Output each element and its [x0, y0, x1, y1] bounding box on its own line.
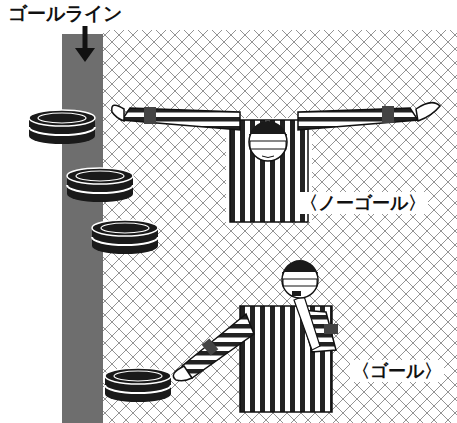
goal-label: 〈ゴール〉: [350, 360, 444, 382]
goal-line-label: ゴールライン: [6, 2, 124, 25]
no-goal-label: 〈ノーゴール〉: [298, 192, 428, 214]
